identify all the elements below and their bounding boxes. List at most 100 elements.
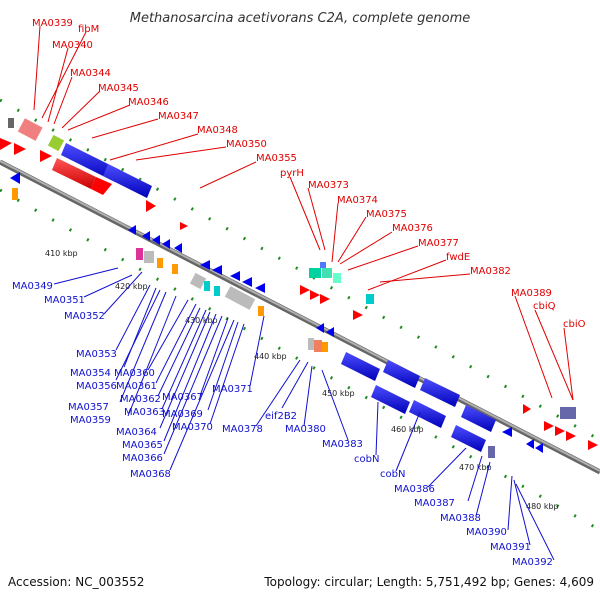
gene-label: MA0363 <box>124 407 165 418</box>
gene-label: MA0378 <box>222 424 263 435</box>
gene-label: MA0365 <box>122 440 163 451</box>
gene-arrow <box>310 290 320 300</box>
gene-arrow <box>103 164 152 198</box>
gene-label: MA0364 <box>116 427 157 438</box>
gene-arrow <box>371 385 410 414</box>
gene-arrow <box>326 327 334 337</box>
gene-block <box>308 338 314 350</box>
gene-label: MA0359 <box>70 415 111 426</box>
gene-label: fwdE <box>446 252 470 263</box>
gene-block <box>258 306 264 316</box>
gene-block <box>136 248 143 260</box>
gene-label: cbiO <box>563 319 586 330</box>
gene-label: MA0346 <box>128 97 169 108</box>
gene-arrow <box>91 177 112 195</box>
tick-label: 480 kbp <box>526 502 559 511</box>
gene-label: MA0351 <box>44 295 85 306</box>
map-title: Methanosarcina acetivorans C2A, complete… <box>130 11 471 26</box>
genome-summary: Topology: circular; Length: 5,751,492 bp… <box>263 575 594 589</box>
gene-arrow <box>320 294 330 304</box>
gene-block <box>488 446 495 458</box>
accession-label: Accession: NC_003552 <box>8 575 144 589</box>
reverse-gene-labels: MA0349 MA0351 MA0352 MA0353 MA0354 MA035… <box>12 267 555 568</box>
gene-arrow <box>200 260 210 270</box>
forward-strand-genes <box>0 118 598 450</box>
gene-arrow <box>451 425 486 452</box>
gene-arrow <box>212 265 222 275</box>
gene-arrow <box>180 222 188 230</box>
gene-label: MA0353 <box>76 349 117 360</box>
gene-arrow <box>555 426 565 436</box>
genome-backbone-highlight <box>0 160 600 472</box>
gene-label: MA0362 <box>120 394 161 405</box>
gene-block <box>224 286 256 310</box>
gene-label: MA0344 <box>70 68 111 79</box>
gene-label: MA0349 <box>12 281 53 292</box>
gene-label: MA0380 <box>285 424 326 435</box>
gene-arrow <box>0 138 12 150</box>
gene-block <box>12 188 18 200</box>
gene-arrow <box>242 277 252 287</box>
gene-label: MA0347 <box>158 111 199 122</box>
gene-label: pyrH <box>280 168 304 179</box>
gene-label: MA0371 <box>212 384 253 395</box>
gene-arrow <box>341 352 380 381</box>
gene-label: MA0348 <box>197 125 238 136</box>
gene-block <box>309 268 321 278</box>
gene-label: MA0377 <box>418 238 459 249</box>
gene-label: MA0345 <box>98 83 139 94</box>
gene-label: MA0340 <box>52 40 93 51</box>
gene-label: MA0361 <box>116 381 157 392</box>
gene-label: cobN <box>380 469 405 480</box>
gene-arrow <box>544 421 554 431</box>
gene-block <box>314 340 322 352</box>
gene-label: MA0356 <box>76 381 117 392</box>
forward-gene-labels: MA0339 fibM MA0340 MA0344 MA0345 MA0346 … <box>32 18 586 401</box>
gene-block <box>322 268 332 278</box>
tick-label: 420 kbp <box>115 282 148 291</box>
gene-block <box>366 294 374 304</box>
gene-label: MA0392 <box>512 557 553 568</box>
gene-block <box>8 118 14 128</box>
gene-label: MA0370 <box>172 422 213 433</box>
gene-label: MA0382 <box>470 266 511 277</box>
gene-label: MA0387 <box>414 498 455 509</box>
gene-label: MA0383 <box>322 439 363 450</box>
gene-arrow <box>420 378 460 407</box>
gene-label: MA0354 <box>70 368 111 379</box>
gene-arrow <box>146 200 156 212</box>
gene-arrow <box>300 285 310 295</box>
gene-label: MA0357 <box>68 402 109 413</box>
gene-arrow <box>128 225 136 235</box>
gene-label: MA0389 <box>511 288 552 299</box>
gene-label: MA0390 <box>466 527 507 538</box>
gene-arrow <box>461 405 496 432</box>
gene-label: MA0367 <box>162 392 203 403</box>
gene-block <box>333 273 341 283</box>
gene-block <box>320 262 326 268</box>
gene-label: MA0388 <box>440 513 481 524</box>
tick-label: 410 kbp <box>45 249 78 258</box>
gene-arrow <box>566 431 576 441</box>
gene-label: MA0391 <box>490 542 531 553</box>
gene-arrow <box>383 360 420 388</box>
gene-label: MA0339 <box>32 18 73 29</box>
reverse-strand-genes <box>10 172 543 458</box>
gene-block <box>157 258 163 268</box>
gene-arrow <box>526 439 534 449</box>
gene-block <box>47 134 65 152</box>
gene-arrow <box>523 404 531 414</box>
gene-label: MA0366 <box>122 453 163 464</box>
gene-arrow <box>316 323 324 333</box>
gene-label: MA0374 <box>337 195 378 206</box>
gene-label: MA0386 <box>394 484 435 495</box>
gene-block <box>189 272 207 290</box>
gene-arrow <box>409 400 446 428</box>
gene-block <box>560 407 576 419</box>
gene-label: MA0355 <box>256 153 297 164</box>
gene-arrow <box>10 172 20 184</box>
gene-block <box>322 342 328 352</box>
gene-arrow <box>142 231 150 241</box>
gene-arrow <box>14 143 26 155</box>
gene-block <box>204 281 210 291</box>
